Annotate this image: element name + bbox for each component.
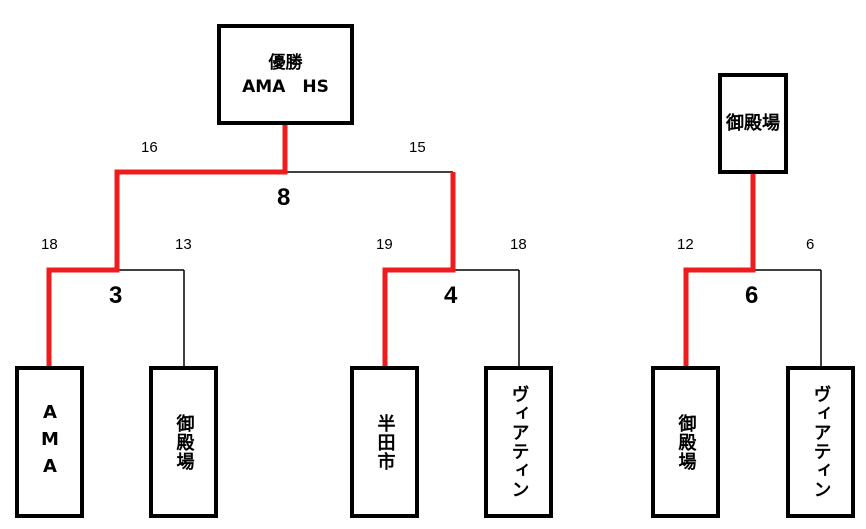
champion-title: 優勝 xyxy=(268,52,303,73)
team-box-viatin-b: ヴィアティン xyxy=(786,366,855,518)
team-box-gotemba-a: 御殿場 xyxy=(149,366,218,518)
match6-winner-path-line xyxy=(683,172,756,368)
semi-left-match-number: 3 xyxy=(109,282,123,309)
champion-box: 優勝 AMA HS xyxy=(217,24,354,125)
bracket-b-winner-box: 御殿場 xyxy=(718,73,788,174)
team-label-handa: 半田市 xyxy=(374,413,396,471)
team-label-gotemba-b: 御殿場 xyxy=(675,413,697,471)
team-box-viatin-a: ヴィアティン xyxy=(484,366,553,518)
team-box-ama: AMA xyxy=(15,366,84,518)
match6-left-score: 12 xyxy=(677,236,694,253)
champion-team: AMA HS xyxy=(242,76,329,97)
team-label-viatin-b: ヴィアティン xyxy=(810,385,832,499)
final-match-number: 8 xyxy=(277,184,291,211)
semi-right-right-score: 18 xyxy=(510,236,527,253)
semi-left-right-score: 13 xyxy=(175,236,192,253)
team-box-gotemba-b: 御殿場 xyxy=(651,366,720,518)
team-label-ama: AMA xyxy=(39,401,61,483)
team-label-viatin-a: ヴィアティン xyxy=(508,385,530,499)
semi-left-left-score: 18 xyxy=(41,236,58,253)
final-left-score: 16 xyxy=(141,139,158,156)
match6-match-number: 6 xyxy=(745,282,759,309)
bracket-b-winner-label: 御殿場 xyxy=(726,112,780,134)
team-label-gotemba-a: 御殿場 xyxy=(173,413,195,471)
final-right-score: 15 xyxy=(409,139,426,156)
team-box-handa: 半田市 xyxy=(350,366,419,518)
champion-path-line xyxy=(46,123,288,368)
semi-right-match-number: 4 xyxy=(444,282,458,309)
match6-right-score: 6 xyxy=(806,236,815,253)
semi-right-winner-line xyxy=(382,172,456,368)
semi-right-left-score: 19 xyxy=(376,236,393,253)
